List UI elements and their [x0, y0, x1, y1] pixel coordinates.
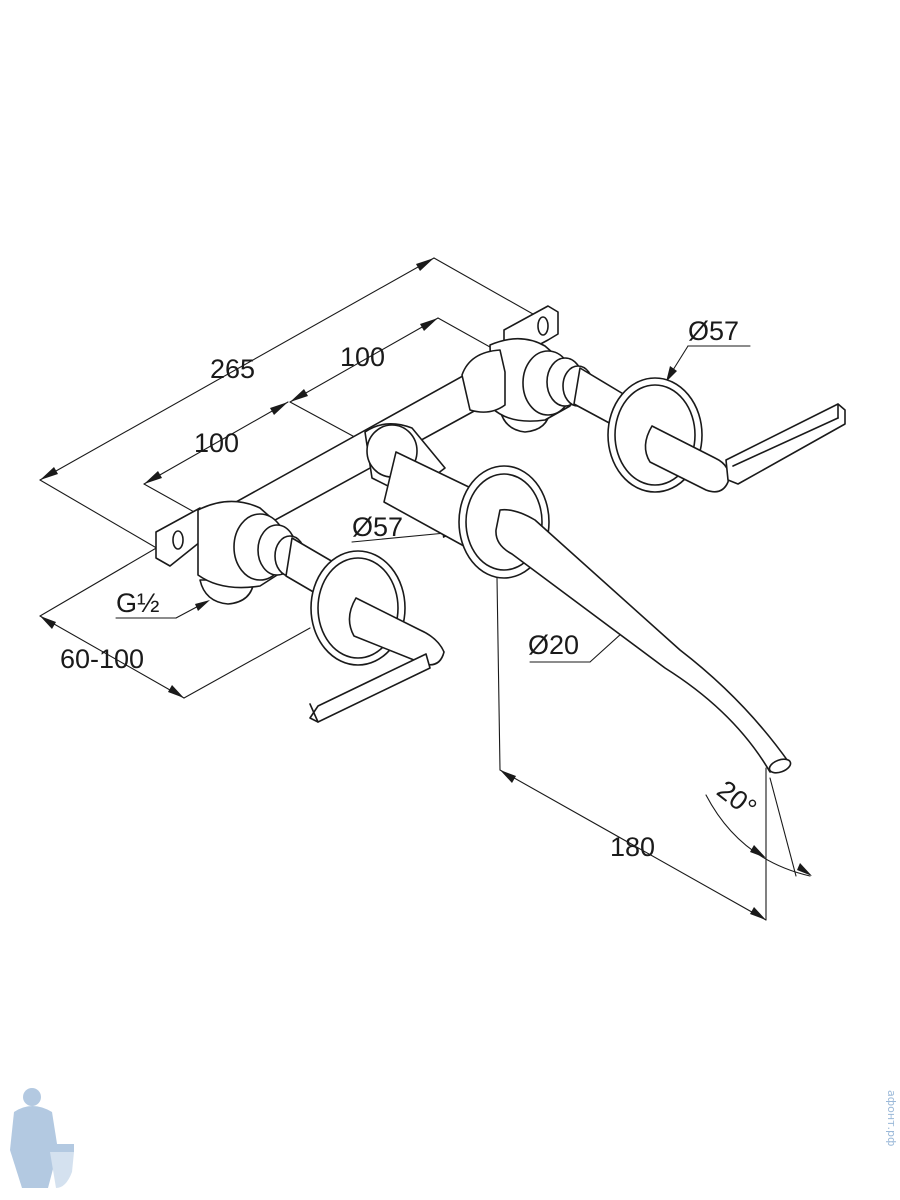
label-diameter-57-middle: Ø57 — [352, 512, 403, 542]
label-60-100: 60-100 — [60, 644, 144, 674]
plumber-logo — [10, 1088, 74, 1188]
label-100-right: 100 — [340, 342, 385, 372]
label-265: 265 — [210, 354, 255, 384]
label-diameter-20: Ø20 — [528, 630, 579, 660]
label-thread-g-half: G½ — [116, 588, 160, 618]
label-180: 180 — [610, 832, 655, 862]
left-valve — [155, 500, 445, 723]
watermark-text: афонт.рф — [885, 1090, 898, 1146]
label-diameter-57-right: Ø57 — [688, 316, 739, 346]
right-valve — [489, 305, 846, 493]
spout-assembly — [383, 451, 792, 774]
label-100-left: 100 — [194, 428, 239, 458]
